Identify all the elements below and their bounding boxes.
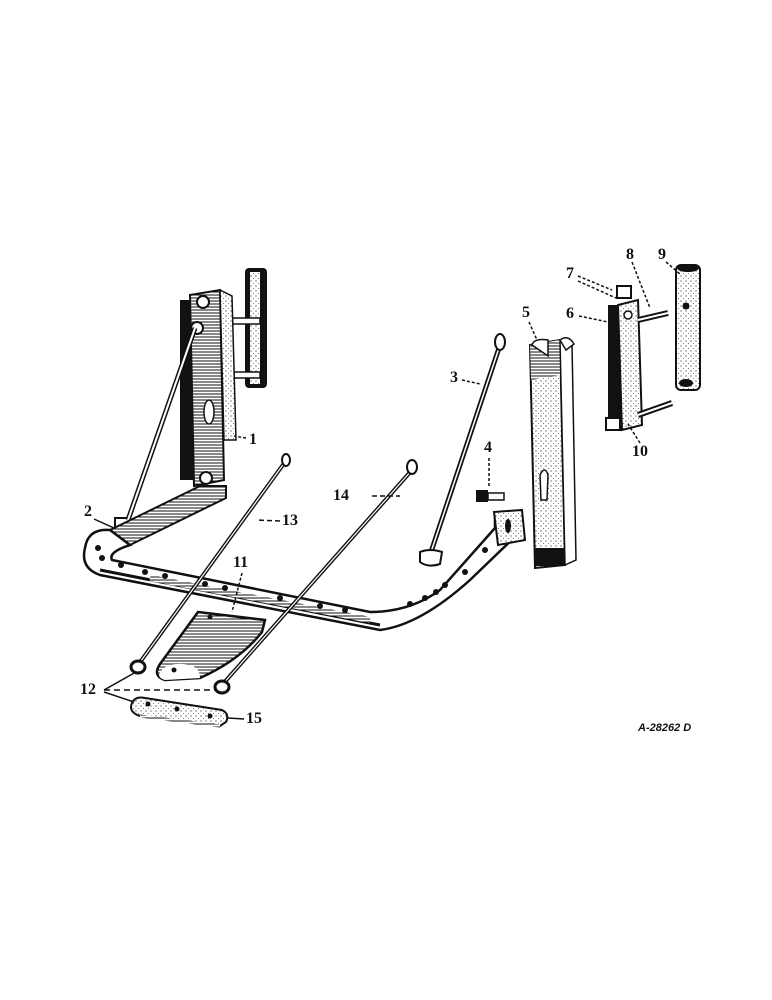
callout-14: 14 xyxy=(333,487,349,504)
callout-11: 11 xyxy=(233,554,249,571)
callout-10: 10 xyxy=(632,443,648,460)
part-14-rod xyxy=(220,459,418,687)
part-13-rod xyxy=(136,453,291,667)
part-11-foot-plate xyxy=(155,610,267,682)
part-15-plate xyxy=(130,696,229,728)
callout-4: 4 xyxy=(484,439,492,456)
callout-1: 1 xyxy=(249,431,257,448)
callout-8: 8 xyxy=(626,246,634,263)
part-4-bolt xyxy=(476,490,505,502)
callout-12: 12 xyxy=(80,681,96,698)
callout-13: 13 xyxy=(282,512,298,529)
part-5-right-upright xyxy=(528,337,577,570)
drawing-number: A-28262 D xyxy=(638,722,692,734)
part-1-left-upright-bracket xyxy=(180,268,267,488)
part-9-roller xyxy=(675,264,701,391)
part-3-rod xyxy=(419,333,506,567)
part-7-nut xyxy=(616,285,632,299)
callout-3: 3 xyxy=(450,369,458,386)
part-6-clamp-assembly xyxy=(605,285,673,432)
callout-5: 5 xyxy=(522,304,530,321)
callout-9: 9 xyxy=(658,246,666,263)
callout-2: 2 xyxy=(84,503,92,520)
main-u-frame xyxy=(82,485,527,632)
part-10-nut xyxy=(605,417,621,431)
callout-6: 6 xyxy=(566,305,574,322)
part-12-eye-nuts xyxy=(129,659,231,695)
callout-15: 15 xyxy=(246,710,262,727)
callout-7: 7 xyxy=(566,265,574,282)
leader-lines xyxy=(93,261,681,720)
left-diagonal-brace xyxy=(125,327,198,521)
